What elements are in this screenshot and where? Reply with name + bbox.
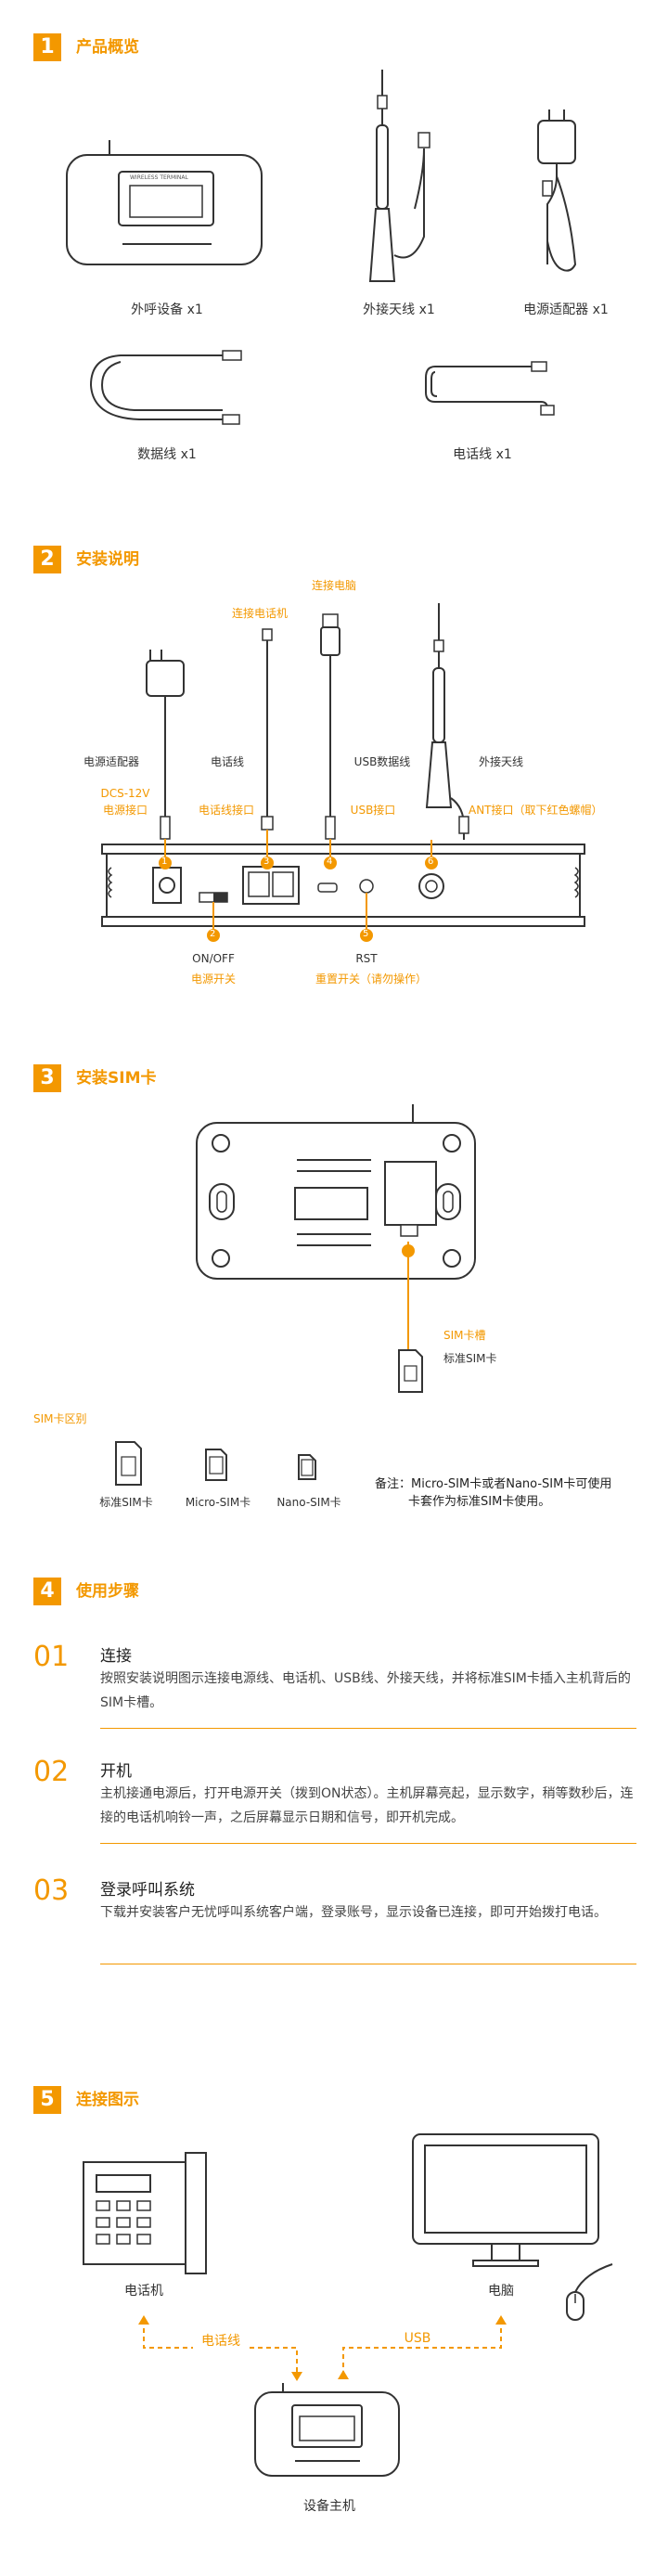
step-1-number: 01 (33, 1641, 70, 1673)
label-power-port: 电源接口 (102, 804, 148, 817)
step-1-body: 按照安装说明图示连接电源线、电话机、USB线、外接天线，并将标准SIM卡插入主机… (100, 1671, 631, 1710)
section-3-number: 3 (33, 1064, 61, 1092)
label-usb-port: USB接口 (350, 804, 396, 817)
phone-cable-illustration (425, 361, 555, 416)
section-1-number: 1 (33, 33, 61, 61)
marker-5: 5 (363, 929, 369, 939)
marker-3: 3 (263, 857, 270, 867)
section-2-number: 2 (33, 546, 61, 573)
step-2-number: 02 (33, 1756, 70, 1788)
section-5-title: 连接图示 (76, 2091, 139, 2109)
sim-card-standard-label: 标准SIM卡 (99, 1496, 153, 1509)
sim-card-micro-label: Micro-SIM卡 (185, 1496, 251, 1509)
marker-1: 1 (161, 857, 168, 867)
sim-card-nano-label: Nano-SIM卡 (276, 1496, 341, 1509)
device-illustration (66, 140, 263, 265)
step-2-divider (100, 1843, 636, 1844)
sim-back-illustration (196, 1104, 476, 1393)
item-datacable-caption: 数据线 x1 (137, 447, 197, 462)
connect-host-label: 设备主机 (303, 2499, 355, 2514)
connect-phone-label: 电话机 (124, 2284, 163, 2299)
step-3-title: 登录呼叫系统 (100, 1881, 195, 1900)
sim-note-line2: 卡套作为标准SIM卡使用。 (408, 1495, 551, 1509)
section-5-number: 5 (33, 2086, 61, 2114)
step-3-body: 下载并安装客户无忧呼叫系统客户端，登录账号，显示设备已连接，即可开始拨打电话。 (100, 1905, 607, 1920)
label-phone-port: 电话线接口 (198, 804, 254, 817)
item-device-caption: 外呼设备 x1 (131, 303, 203, 317)
step-2-body: 主机接通电源后，打开电源开关（拨到ON状态）。主机屏幕亮起，显示数字，稍等数秒后… (100, 1786, 634, 1825)
power-adapter-illustration (537, 109, 577, 272)
data-cable-illustration (89, 350, 242, 425)
label-ant-port: ANT接口（取下红色螺帽） (469, 804, 603, 817)
section-2-title: 安装说明 (76, 550, 139, 569)
marker-4: 4 (327, 857, 333, 867)
section-4-number: 4 (33, 1578, 61, 1605)
label-dc: DCS-12V (100, 787, 150, 800)
label-phone-line: 电话线 (210, 755, 244, 768)
connect-line-label: 电话线 (193, 2331, 249, 2350)
label-connect-pc: 连接电脑 (311, 579, 356, 592)
label-connect-phone: 连接电话机 (231, 607, 288, 620)
sim-note-line1: 备注：Micro-SIM卡或者Nano-SIM卡可使用 (375, 1477, 612, 1491)
label-power-switch: 电源开关 (190, 972, 236, 985)
label-rst: RST (355, 952, 378, 965)
marker-2: 2 (210, 929, 216, 939)
section-3-title: 安装SIM卡 (76, 1069, 157, 1088)
section-4-title: 使用步骤 (76, 1582, 139, 1601)
connect-usb-label: USB (399, 2331, 436, 2346)
item-phonecable-caption: 电话线 x1 (453, 447, 512, 462)
label-power-adapter: 电源适配器 (83, 755, 139, 768)
label-ext-antenna: 外接天线 (478, 755, 523, 768)
item-adapter-caption: 电源适配器 x1 (523, 303, 609, 317)
label-sim-diff: SIM卡区别 (33, 1412, 87, 1425)
step-1-title: 连接 (100, 1647, 132, 1666)
connect-pc-label: 电脑 (488, 2284, 514, 2299)
step-2-title: 开机 (100, 1762, 132, 1781)
antenna-illustration (368, 70, 430, 282)
label-sim-slot: SIM卡槽 (443, 1329, 486, 1342)
step-3-number: 03 (33, 1874, 70, 1907)
section-1-title: 产品概览 (76, 38, 139, 57)
install-cables-illustration (101, 603, 585, 942)
step-1-divider (100, 1728, 636, 1729)
sim-cards-illustration (115, 1441, 316, 1486)
marker-6: 6 (428, 857, 434, 867)
label-sim-std: 标准SIM卡 (443, 1352, 497, 1365)
device-screen-text: WIRELESS TERMINAL (130, 174, 188, 181)
label-onoff: ON/OFF (192, 952, 235, 965)
label-usb-line: USB数据线 (353, 755, 411, 768)
item-antenna-caption: 外接天线 x1 (363, 303, 435, 317)
label-reset-switch: 重置开关（请勿操作） (315, 972, 427, 985)
